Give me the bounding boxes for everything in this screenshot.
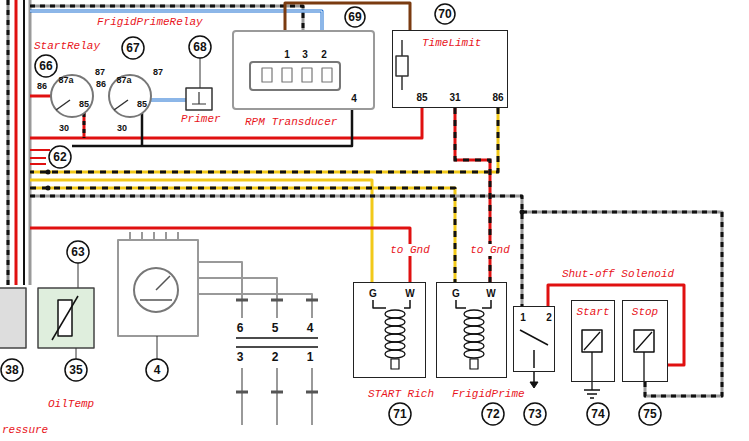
pin-label: 85 — [137, 99, 147, 109]
switch-position: 4 — [307, 321, 314, 335]
switch-box: 12 — [513, 306, 555, 372]
annotation: Primer — [181, 113, 221, 125]
wire-label: to Gnd — [468, 244, 512, 256]
valve-box: GW — [436, 282, 507, 378]
switch-position: 5 — [272, 321, 279, 335]
pin-label: 30 — [59, 123, 69, 133]
callout-number: 62 — [53, 150, 66, 164]
pin-label: 87 — [95, 67, 105, 77]
pin-label: W — [486, 288, 495, 299]
switch-position: 2 — [272, 350, 279, 364]
wire — [285, 3, 410, 30]
annotation: TimeLimit — [422, 37, 481, 49]
pin-label: 87a — [58, 75, 73, 85]
pin-label: G — [452, 288, 460, 299]
annotation: OilTemp — [48, 398, 94, 410]
wire — [548, 285, 684, 365]
pin-label: 86 — [37, 81, 47, 91]
pin-label: 85 — [79, 99, 89, 109]
callout-number: 70 — [438, 7, 451, 21]
pin-label: 86 — [492, 92, 503, 103]
callout-number: 69 — [348, 10, 361, 24]
callout-number: 4 — [154, 363, 161, 377]
callout-number: 68 — [193, 40, 206, 54]
pin-label: 86 — [96, 79, 106, 89]
switch-position: 6 — [237, 321, 244, 335]
relay-box: TimeLimit 85 31 86 — [392, 30, 508, 108]
wire-connector — [548, 285, 684, 365]
pin-label: 2 — [546, 312, 552, 323]
pin-label: 87a — [116, 75, 131, 85]
annotation: Stop — [632, 306, 658, 318]
callout-number: 72 — [486, 407, 499, 421]
annotation: StartRelay — [34, 40, 100, 52]
pin-label: 4 — [351, 93, 357, 104]
switch-position: 3 — [237, 350, 244, 364]
pin-label: 3 — [302, 49, 308, 60]
annotation: to Gnd — [388, 244, 432, 256]
transducer-box: 1324RPM Transducer — [232, 30, 375, 110]
pin-label: 1 — [284, 49, 290, 60]
solenoid-box: Stop — [622, 300, 668, 382]
switch-position: 1 — [307, 350, 314, 364]
callout-number: 67 — [126, 41, 139, 55]
annotation: Start — [576, 306, 609, 318]
callout-number: 38 — [5, 363, 18, 377]
wire-label: Shut-off Solenoid — [560, 268, 676, 280]
valve-box: GW — [353, 282, 426, 378]
callout-number: 35 — [69, 363, 82, 377]
pin-label: 31 — [449, 92, 460, 103]
annotation: FrigidPrimeRelay — [97, 16, 203, 28]
annotation: FrigidPrime — [452, 388, 525, 400]
callout-number: 74 — [591, 407, 604, 421]
callout-number: 75 — [643, 407, 656, 421]
pin-label: 87 — [153, 67, 163, 77]
callout-number: 66 — [39, 59, 52, 73]
annotation: START Rich — [368, 388, 434, 400]
pin-label: 2 — [321, 49, 327, 60]
pin-label: 85 — [416, 92, 427, 103]
callout-number: 63 — [71, 245, 84, 259]
pin-label: 1 — [520, 312, 526, 323]
wire-connector — [285, 3, 410, 30]
callout-number: 73 — [528, 407, 541, 421]
pin-label: 30 — [117, 123, 127, 133]
callout-number: 71 — [393, 407, 406, 421]
pin-label: G — [369, 288, 377, 299]
annotation: ressure — [2, 424, 48, 436]
solenoid-box: Start — [571, 300, 615, 382]
annotation: RPM Transducer — [245, 116, 337, 128]
pin-label: W — [405, 288, 414, 299]
